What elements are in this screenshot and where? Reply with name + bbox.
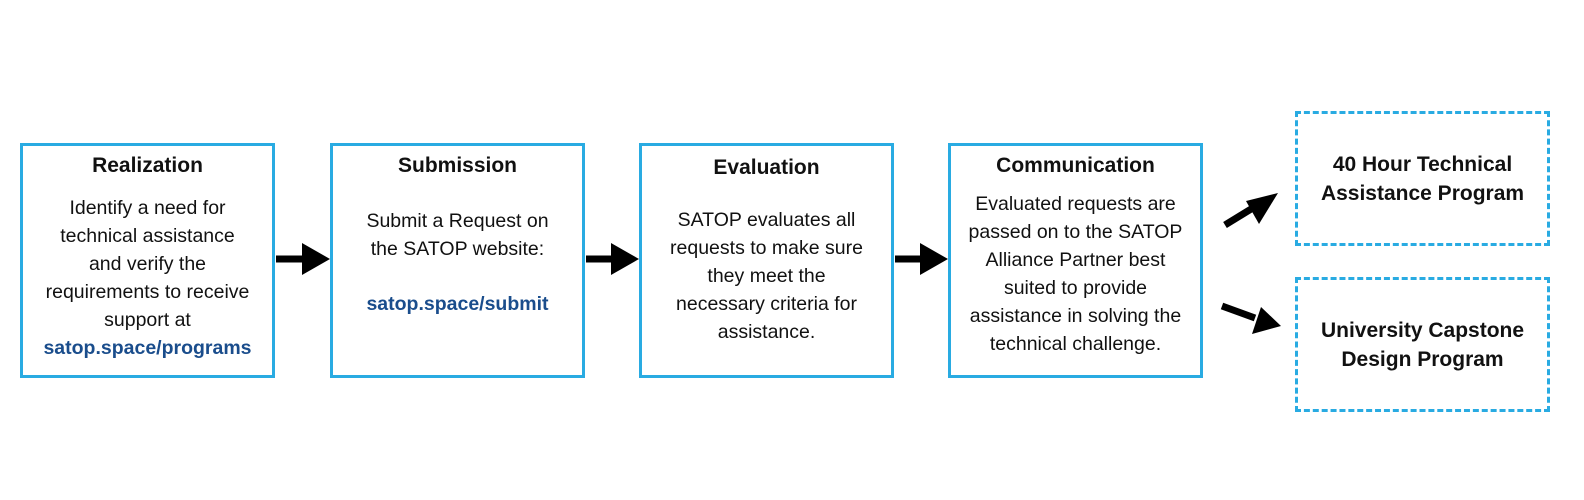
step-description: Submit a Request on the SATOP website: s… xyxy=(356,207,558,318)
outcome-line: University Capstone xyxy=(1320,318,1525,342)
step-realization: Realization Identify a need for technica… xyxy=(20,143,275,378)
arrow-down-right-icon xyxy=(1220,302,1281,334)
step-title: Evaluation xyxy=(713,156,820,179)
text-line: Evaluated requests are xyxy=(975,193,1176,215)
outcome-line: Assistance Program xyxy=(1320,181,1525,205)
programs-link[interactable]: satop.space/programs xyxy=(43,337,252,359)
text-line: assistance. xyxy=(717,321,816,343)
step-evaluation: Evaluation SATOP evaluates all requests … xyxy=(639,143,894,378)
text-line: requests to make sure xyxy=(670,237,863,259)
text-line: requirements to receive xyxy=(45,281,250,303)
arrow-up-right-icon xyxy=(1223,193,1278,228)
step-title: Submission xyxy=(397,154,518,177)
arrow-right-icon xyxy=(276,243,330,275)
outcome-line: Design Program xyxy=(1341,347,1504,371)
outcome-40-hour-program: 40 Hour Technical Assistance Program xyxy=(1295,111,1550,246)
text-line: Alliance Partner best xyxy=(985,249,1166,271)
step-description: Evaluated requests are passed on to the … xyxy=(959,190,1193,358)
text-line: SATOP evaluates all xyxy=(677,209,856,231)
outcome-line: 40 Hour Technical xyxy=(1332,152,1513,176)
text-line: passed on to the SATOP xyxy=(968,221,1183,243)
text-line: Submit a Request on xyxy=(366,210,549,232)
step-title: Communication xyxy=(996,154,1155,177)
text-line: they meet the xyxy=(707,265,826,287)
text-line: the SATOP website: xyxy=(370,238,545,260)
step-description: SATOP evaluates all requests to make sur… xyxy=(660,206,873,346)
step-submission: Submission Submit a Request on the SATOP… xyxy=(330,143,585,378)
text-line: suited to provide xyxy=(1003,277,1148,299)
step-description: Identify a need for technical assistance… xyxy=(33,194,261,362)
text-line: technical assistance xyxy=(60,225,235,247)
text-line: necessary criteria for xyxy=(676,293,857,315)
arrow-right-icon xyxy=(586,243,639,275)
text-line: Identify a need for xyxy=(69,197,226,219)
submit-link[interactable]: satop.space/submit xyxy=(366,293,549,315)
outcome-capstone-program: University Capstone Design Program xyxy=(1295,277,1550,412)
text-line: and verify the xyxy=(88,253,207,275)
step-title: Realization xyxy=(92,154,203,177)
step-communication: Communication Evaluated requests are pas… xyxy=(948,143,1203,378)
text-line: technical challenge. xyxy=(989,333,1162,355)
arrow-right-icon xyxy=(895,243,948,275)
text-line: support at xyxy=(104,309,191,331)
text-line: assistance in solving the xyxy=(969,305,1182,327)
